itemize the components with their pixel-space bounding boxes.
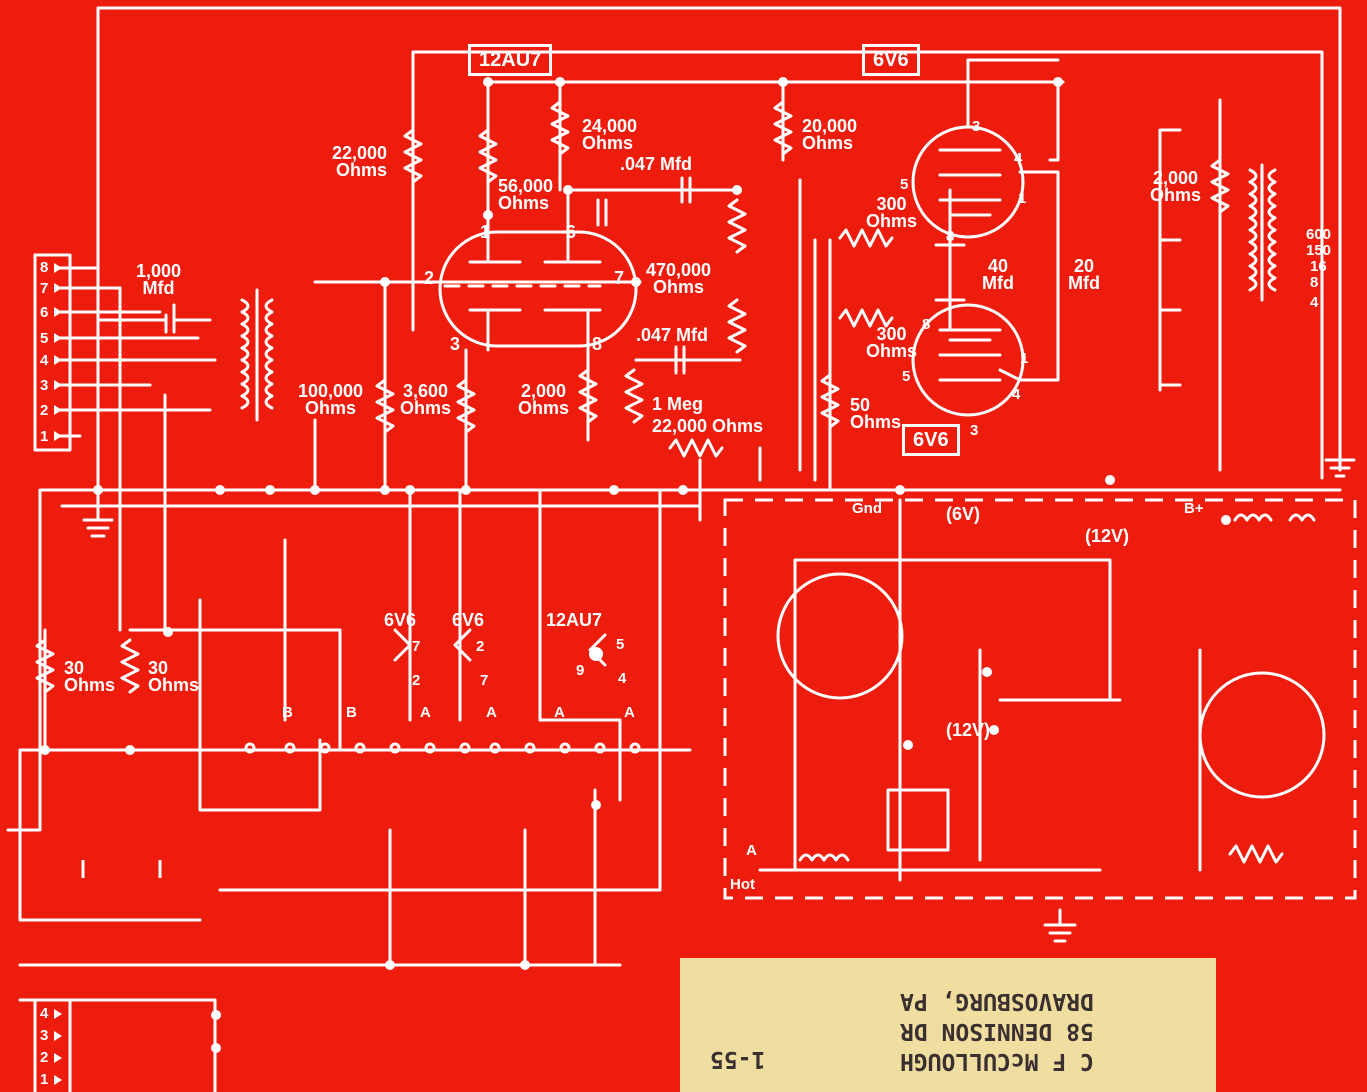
label-c047-upper: .047 Mfd xyxy=(620,154,693,174)
switch-position: A xyxy=(624,704,635,721)
label-r2000: 2,000 Ohms xyxy=(518,381,570,418)
pin-label: 2 xyxy=(424,268,435,288)
label-r20k: 20,000 Ohms xyxy=(802,116,858,153)
label-c40: 40 Mfd xyxy=(982,256,1014,293)
pin-label: 3 xyxy=(970,422,979,439)
switch-pin: 2 xyxy=(476,638,485,655)
vibrator-socket xyxy=(1198,671,1326,799)
switch-position: B xyxy=(282,704,293,721)
label-r470k: 470,000 Ohms xyxy=(646,260,712,297)
connector-pin-4: 4 xyxy=(40,352,49,369)
lower-connector-pin-2: 2 xyxy=(40,1049,49,1066)
note-date: 1-55 xyxy=(710,1046,766,1072)
pin-label: 4 xyxy=(1012,386,1021,403)
power-supply-boundary xyxy=(723,498,1357,900)
tap-8: 8 xyxy=(1310,274,1319,291)
switch-pin: 5 xyxy=(616,636,625,653)
label-r100k: 100,000 Ohms xyxy=(298,381,364,418)
label-c6v: (6V) xyxy=(946,504,981,524)
label-r300-upper: 300 Ohms xyxy=(866,194,918,231)
label-r300-lower: 300 Ohms xyxy=(866,324,918,361)
label-r30-b: 30 Ohms xyxy=(148,658,200,695)
lower-connector-pin-3: 3 xyxy=(40,1027,49,1044)
switch-pin: 2 xyxy=(412,672,421,689)
tap-150: 150 xyxy=(1306,242,1332,259)
label-r30-a: 30 Ohms xyxy=(64,658,116,695)
tube-label-6v6-lower: 6V6 xyxy=(902,424,960,456)
label-hot: Hot xyxy=(730,876,755,893)
pin-label: 5 xyxy=(902,368,911,385)
pin-label: 6 xyxy=(566,222,577,242)
pin-label: 1 xyxy=(480,222,491,242)
connector-pin-7: 7 xyxy=(40,280,49,297)
label-r1meg: 1 Meg xyxy=(652,394,704,414)
connector-pin-5: 5 xyxy=(40,330,49,347)
pin-label: 3 xyxy=(972,118,981,135)
junction-dots xyxy=(40,77,1231,1053)
tube-label-6v6-upper: 6V6 xyxy=(862,44,920,76)
label-r56k: 56,000 Ohms xyxy=(498,176,554,213)
lower-connector-pin-4: 4 xyxy=(40,1005,49,1022)
switch-pin: 7 xyxy=(412,638,421,655)
pin-label: 5 xyxy=(900,176,909,193)
label-r24k: 24,000 Ohms xyxy=(582,116,638,153)
switch-position: A xyxy=(554,704,565,721)
tap-16: 16 xyxy=(1310,258,1327,275)
label-r22k-b: 22,000 Ohms xyxy=(652,416,764,436)
label-c12v-b: (12V) xyxy=(946,720,991,740)
lower-connector-pin-1: 1 xyxy=(40,1071,49,1088)
connector-pin-8: 8 xyxy=(40,259,49,276)
switch-tube-6v6-b: 6V6 xyxy=(452,610,485,630)
pin-label: 8 xyxy=(922,316,931,333)
label-c047-lower: .047 Mfd xyxy=(636,325,709,345)
pin-label: 1 xyxy=(1018,190,1027,207)
tube-6v6-lower xyxy=(911,303,1025,417)
label-r50: 50 Ohms xyxy=(850,395,902,432)
label-r22k: 22,000 Ohms xyxy=(332,143,388,180)
rectifier-socket xyxy=(776,572,904,700)
label-r2000-b: 2,000 Ohms xyxy=(1150,168,1202,205)
pin-label: 1 xyxy=(1020,350,1029,367)
tube-label-12au7: 12AU7 xyxy=(468,44,553,76)
tap-4: 4 xyxy=(1310,294,1319,311)
tap-600: 600 xyxy=(1306,226,1332,243)
filter-can xyxy=(886,788,950,852)
switch-position: A xyxy=(486,704,497,721)
label-c12v: (12V) xyxy=(1085,526,1130,546)
switch-tube-6v6-a: 6V6 xyxy=(384,610,417,630)
connector-pin-6: 6 xyxy=(40,304,49,321)
pin-label: 7 xyxy=(614,268,625,288)
connector-pin-2: 2 xyxy=(40,402,49,419)
connector-pin-3: 3 xyxy=(40,377,49,394)
switch-position: B xyxy=(346,704,357,721)
note-line-street: 58 DENNISON DR xyxy=(900,1018,1094,1044)
label-c1000: 1,000 Mfd xyxy=(136,261,182,298)
switch-position: A xyxy=(420,704,431,721)
pin-label: 8 xyxy=(592,334,603,354)
tube-12au7 xyxy=(438,230,638,348)
label-r3600: 3,600 Ohms xyxy=(400,381,452,418)
label-gnd: Gnd xyxy=(852,500,882,517)
connector-pin-1: 1 xyxy=(40,428,49,445)
pin-label: 4 xyxy=(1014,150,1023,167)
owner-label-card: C F McCULLOUGH 58 DENNISON DR DRAVOSBURG… xyxy=(680,958,1216,1092)
switch-pin: 4 xyxy=(618,670,627,687)
switch-contacts xyxy=(244,742,641,754)
note-line-city: DRAVOSBURG, PA xyxy=(900,988,1094,1014)
connector-arrows xyxy=(54,263,62,1085)
tube-6v6-upper xyxy=(911,125,1025,239)
label-c20: 20 Mfd xyxy=(1068,256,1100,293)
pin-label: 3 xyxy=(450,334,461,354)
pin-label: 8 xyxy=(946,228,955,245)
label-b-plus: B+ xyxy=(1184,500,1204,517)
switch-pin: 9 xyxy=(576,662,585,679)
switch-pin: 7 xyxy=(480,672,489,689)
label-a: A xyxy=(746,842,757,859)
switch-tube-12au7: 12AU7 xyxy=(546,610,603,630)
note-line-name: C F McCULLOUGH xyxy=(900,1048,1094,1074)
